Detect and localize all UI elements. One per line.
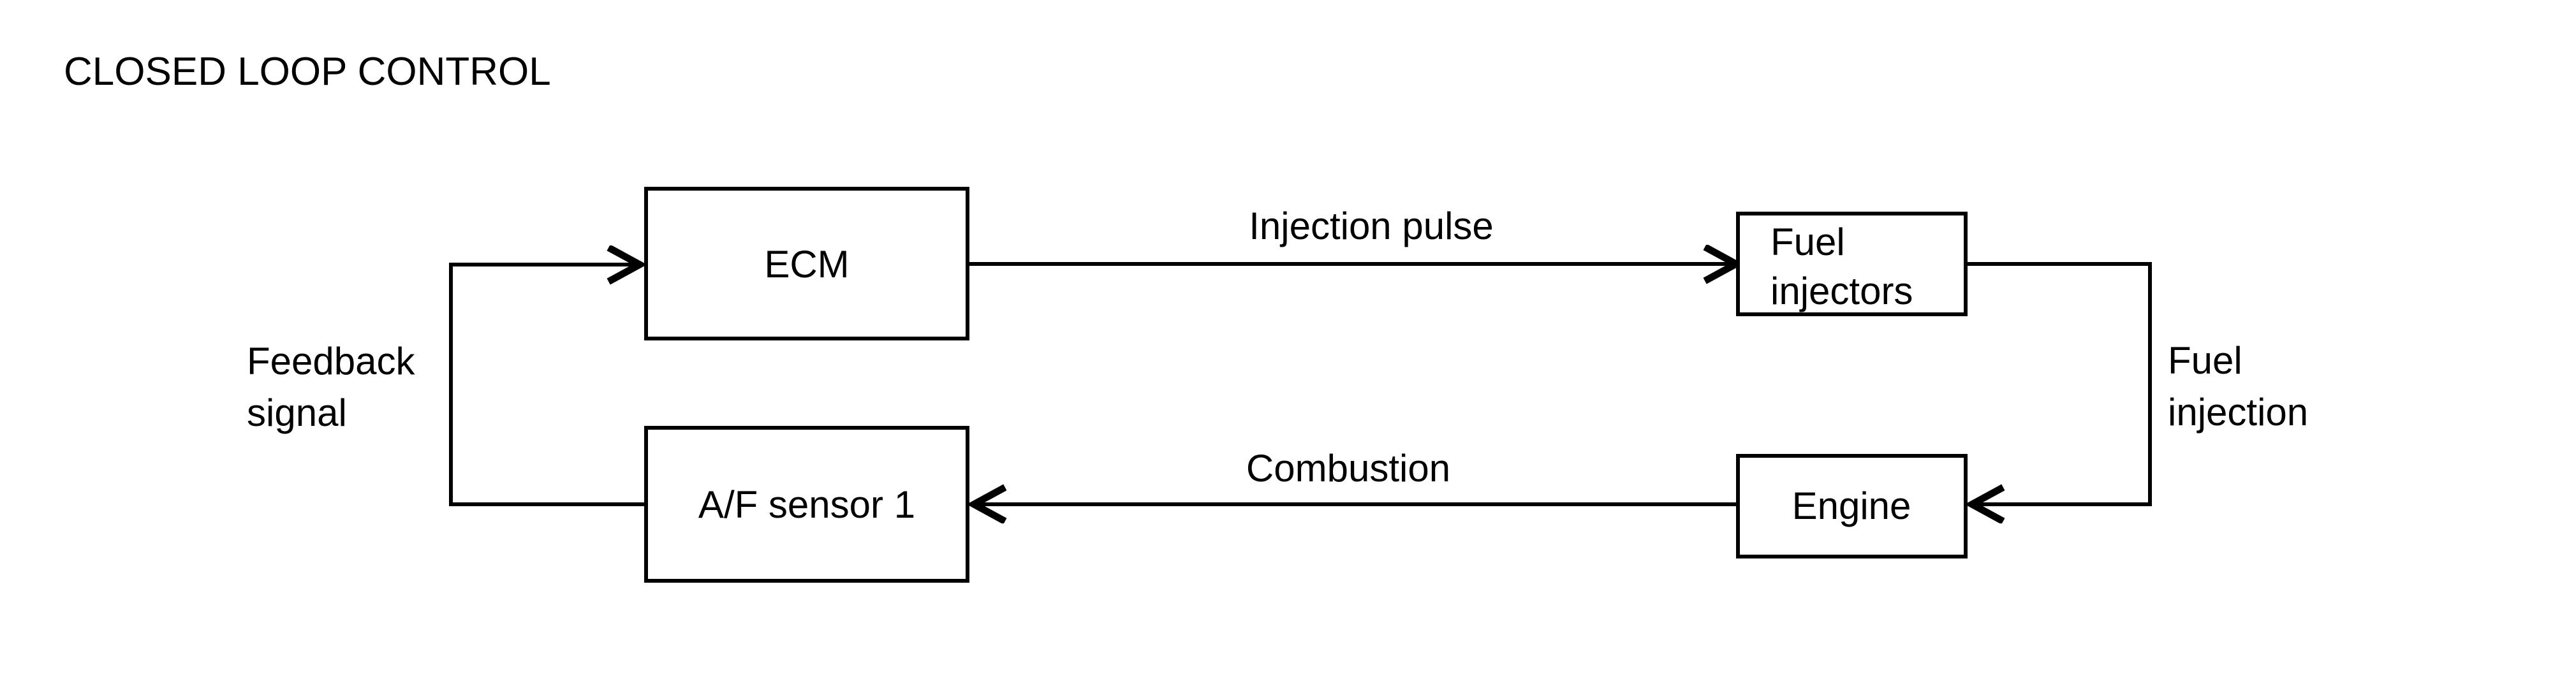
node-ecm-box — [644, 187, 969, 340]
node-fuel-injectors-label-line2: injectors — [1770, 270, 1913, 312]
edge-label-fuel-injection-line1: Fuel — [2168, 339, 2242, 382]
edge-fuel-injection-arrow — [1966, 262, 2152, 504]
node-engine-box — [1736, 454, 1968, 558]
edge-label-injection-pulse: Injection pulse — [1249, 205, 1494, 247]
node-af-sensor-label: A/F sensor 1 — [698, 483, 915, 526]
node-engine-label: Engine — [1792, 485, 1911, 527]
node-fuel-injectors-label-line1: Fuel — [1770, 221, 1845, 263]
node-af-sensor-box — [644, 426, 969, 583]
edge-label-fuel-injection-line2: injection — [2168, 391, 2308, 434]
edge-label-feedback-signal-line1: Feedback — [247, 340, 415, 383]
edge-feedback-signal-arrow — [449, 265, 646, 506]
diagram-title: CLOSED LOOP CONTROL — [64, 50, 551, 94]
edge-label-feedback-signal-line2: signal — [247, 391, 347, 434]
node-fuel-injectors-box — [1736, 212, 1968, 316]
node-ecm-label: ECM — [764, 243, 849, 286]
edge-label-combustion: Combustion — [1246, 447, 1450, 490]
